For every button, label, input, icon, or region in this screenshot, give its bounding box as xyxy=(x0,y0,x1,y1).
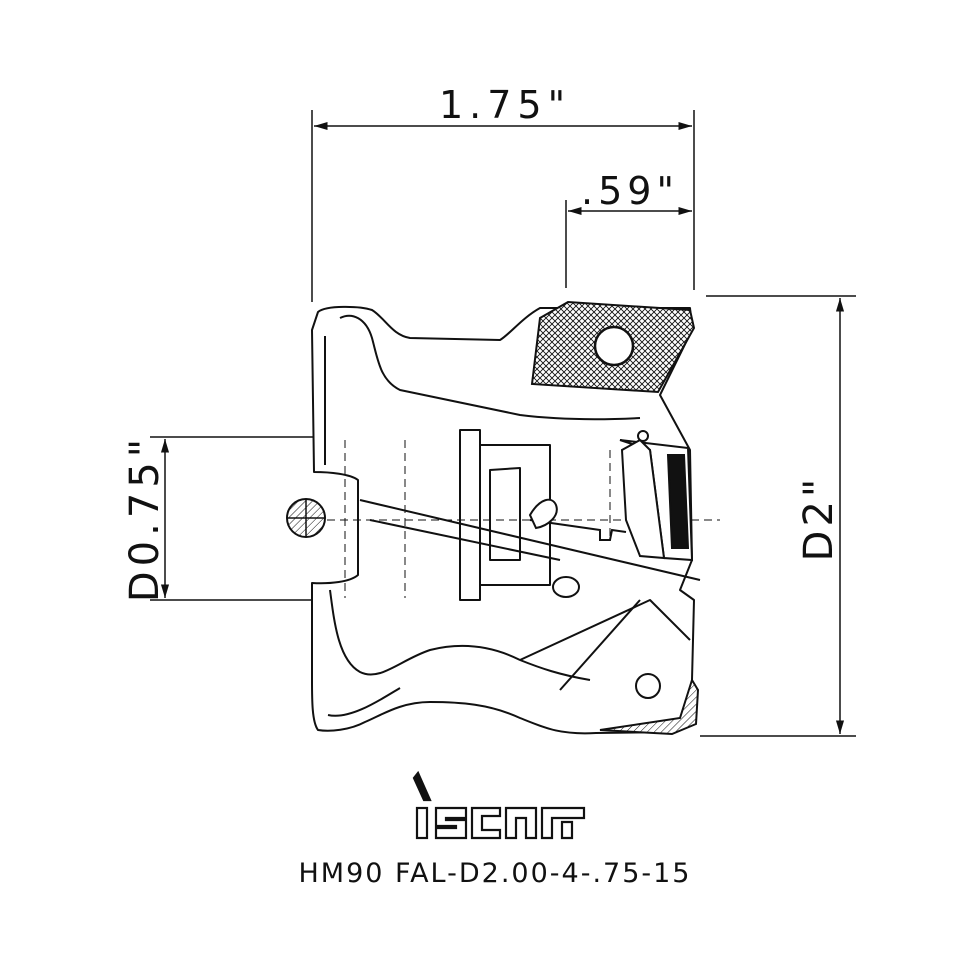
keyway-section xyxy=(286,498,326,538)
coolant-hole-icon xyxy=(552,576,580,598)
side-insert xyxy=(529,430,694,562)
dimension-flute-length xyxy=(565,200,692,288)
lower-screw-hole-icon xyxy=(635,673,661,699)
iscar-logo xyxy=(412,770,586,840)
part-number: HM90 FAL-D2.00-4-.75-15 xyxy=(299,858,692,889)
overall-length-label: 1.75" xyxy=(439,83,571,127)
bottom-insert xyxy=(599,673,700,736)
dimension-overall-length xyxy=(311,110,695,302)
dimension-cutter-diameter xyxy=(700,295,856,737)
bore-diameter-label: D0.75" xyxy=(122,434,168,602)
top-insert xyxy=(530,300,696,394)
body-holes xyxy=(528,498,580,598)
insert-screw-hole-icon xyxy=(593,325,635,367)
flute-length-label: .59" xyxy=(581,169,679,213)
cutter-diameter-label: D2" xyxy=(796,475,842,562)
